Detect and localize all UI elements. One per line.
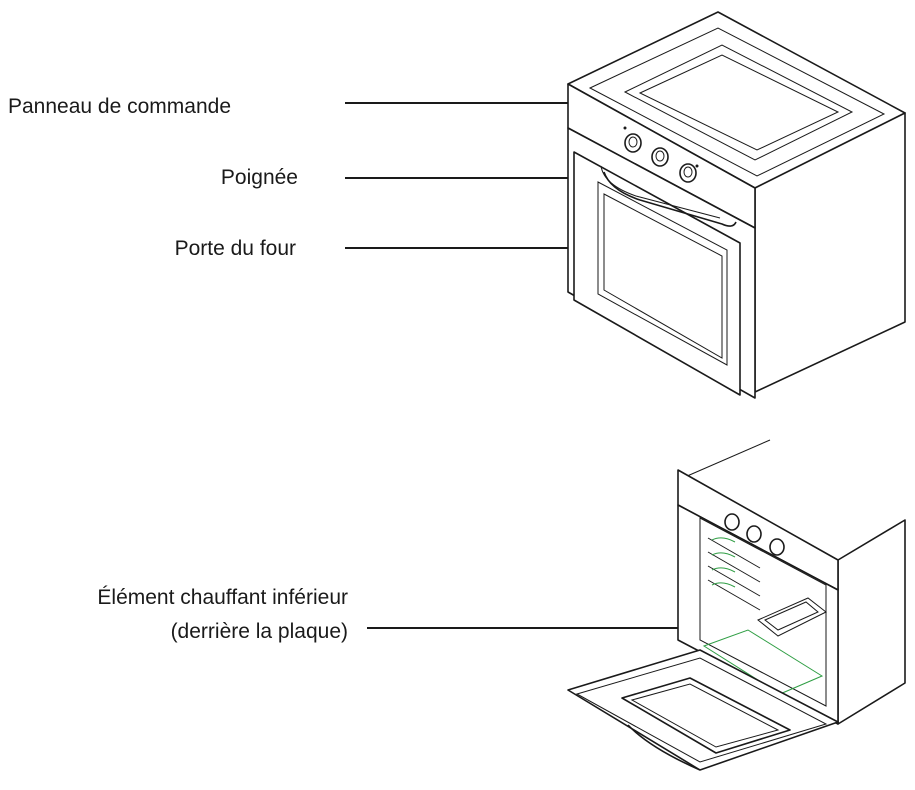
knob-3 bbox=[679, 163, 697, 183]
label-handle: Poignée bbox=[221, 166, 298, 189]
oven-top-inner-plate bbox=[623, 44, 854, 161]
label-oven-door: Porte du four bbox=[175, 237, 296, 260]
knob-2 bbox=[651, 147, 669, 167]
oven-cavity-frame bbox=[677, 504, 839, 725]
open-knob-1 bbox=[724, 513, 740, 531]
oven-cavity bbox=[699, 517, 827, 707]
open-knob-2 bbox=[746, 525, 762, 543]
knob-1 bbox=[624, 133, 642, 153]
oven-top-frame bbox=[588, 27, 886, 177]
label-heating-element-line1: Élément chauffant inférieur bbox=[97, 586, 348, 609]
oven-door-window bbox=[597, 181, 728, 366]
oven-open-illustration bbox=[567, 439, 906, 771]
open-oven-right-side bbox=[837, 519, 906, 725]
label-control-panel: Panneau de commande bbox=[8, 95, 231, 118]
open-door-handle bbox=[627, 724, 701, 771]
open-door-window bbox=[621, 677, 791, 754]
oven-closed-illustration bbox=[567, 11, 906, 399]
label-heating-element-line2: (derrière la plaque) bbox=[171, 620, 348, 643]
open-knob-3 bbox=[769, 538, 785, 556]
baking-tray bbox=[757, 597, 827, 637]
